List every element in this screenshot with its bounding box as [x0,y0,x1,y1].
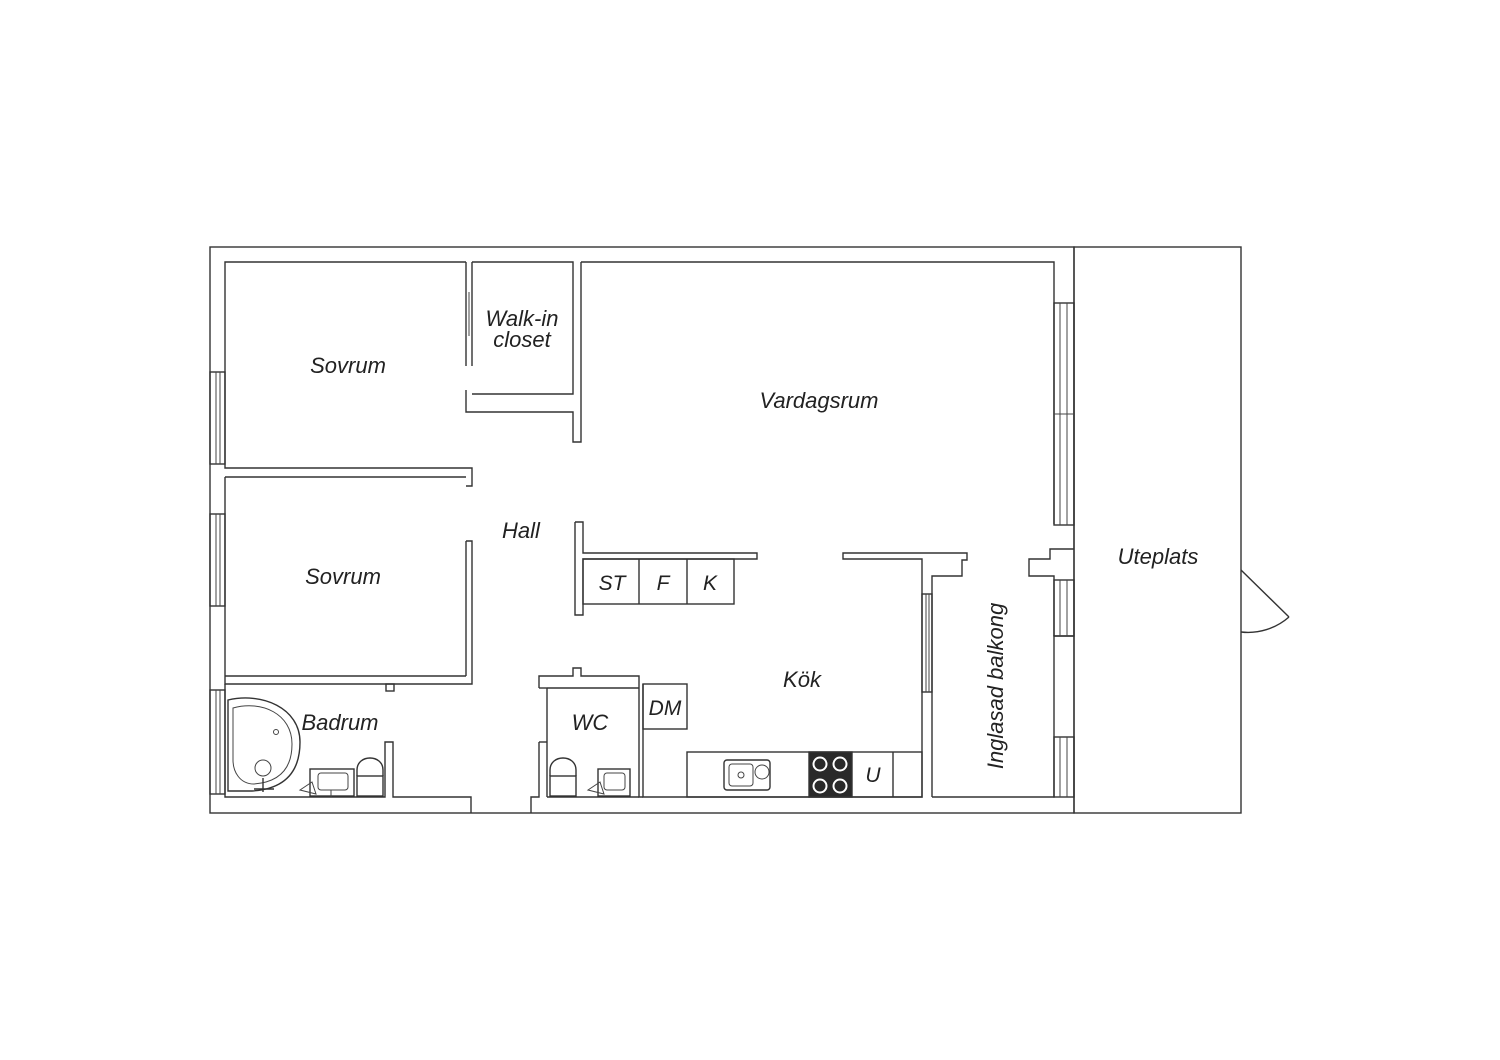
bathroom-sink [298,768,355,797]
label-f: F [657,572,671,595]
label-hall: Hall [502,518,541,543]
kitchen [642,552,968,798]
label-uteplats: Uteplats [1118,544,1199,569]
label-wc: WC [572,710,609,735]
dishwasher [642,683,688,730]
label-st: ST [599,572,628,595]
bathroom [224,684,472,813]
label-sovrum-2: Sovrum [305,564,381,589]
wc-sink [586,768,631,797]
stove-icon [808,751,853,798]
label-dm: DM [649,697,682,720]
glazed-balcony [932,548,1075,798]
label-u: U [865,764,881,787]
label-walk-in-1: Walk-in [486,306,559,331]
wc-room [530,667,643,813]
patio-door [1240,569,1290,634]
label-walk-in-2: closet [493,327,551,352]
uteplats-outline [1073,246,1242,814]
label-inglasad-balkong: Inglasad balkong [983,602,1008,769]
left-windows [209,371,226,795]
kitchen-sink [723,759,771,791]
label-badrum: Badrum [301,710,378,735]
label-k: K [703,572,718,595]
bathroom-toilet [356,757,384,797]
corner-bathtub [227,697,301,792]
living-room-walls [581,261,1075,526]
kitchen-counter [686,751,923,798]
bedroom-2 [224,476,473,692]
tall-cabinets [582,558,735,605]
label-sovrum-1: Sovrum [310,353,386,378]
label-vardagsrum: Vardagsrum [759,388,878,413]
hall-partitions [574,521,758,616]
wc-toilet [549,757,577,797]
bedroom-1 [224,261,473,487]
label-kok: Kök [783,667,822,692]
walk-in-closet [465,261,582,443]
